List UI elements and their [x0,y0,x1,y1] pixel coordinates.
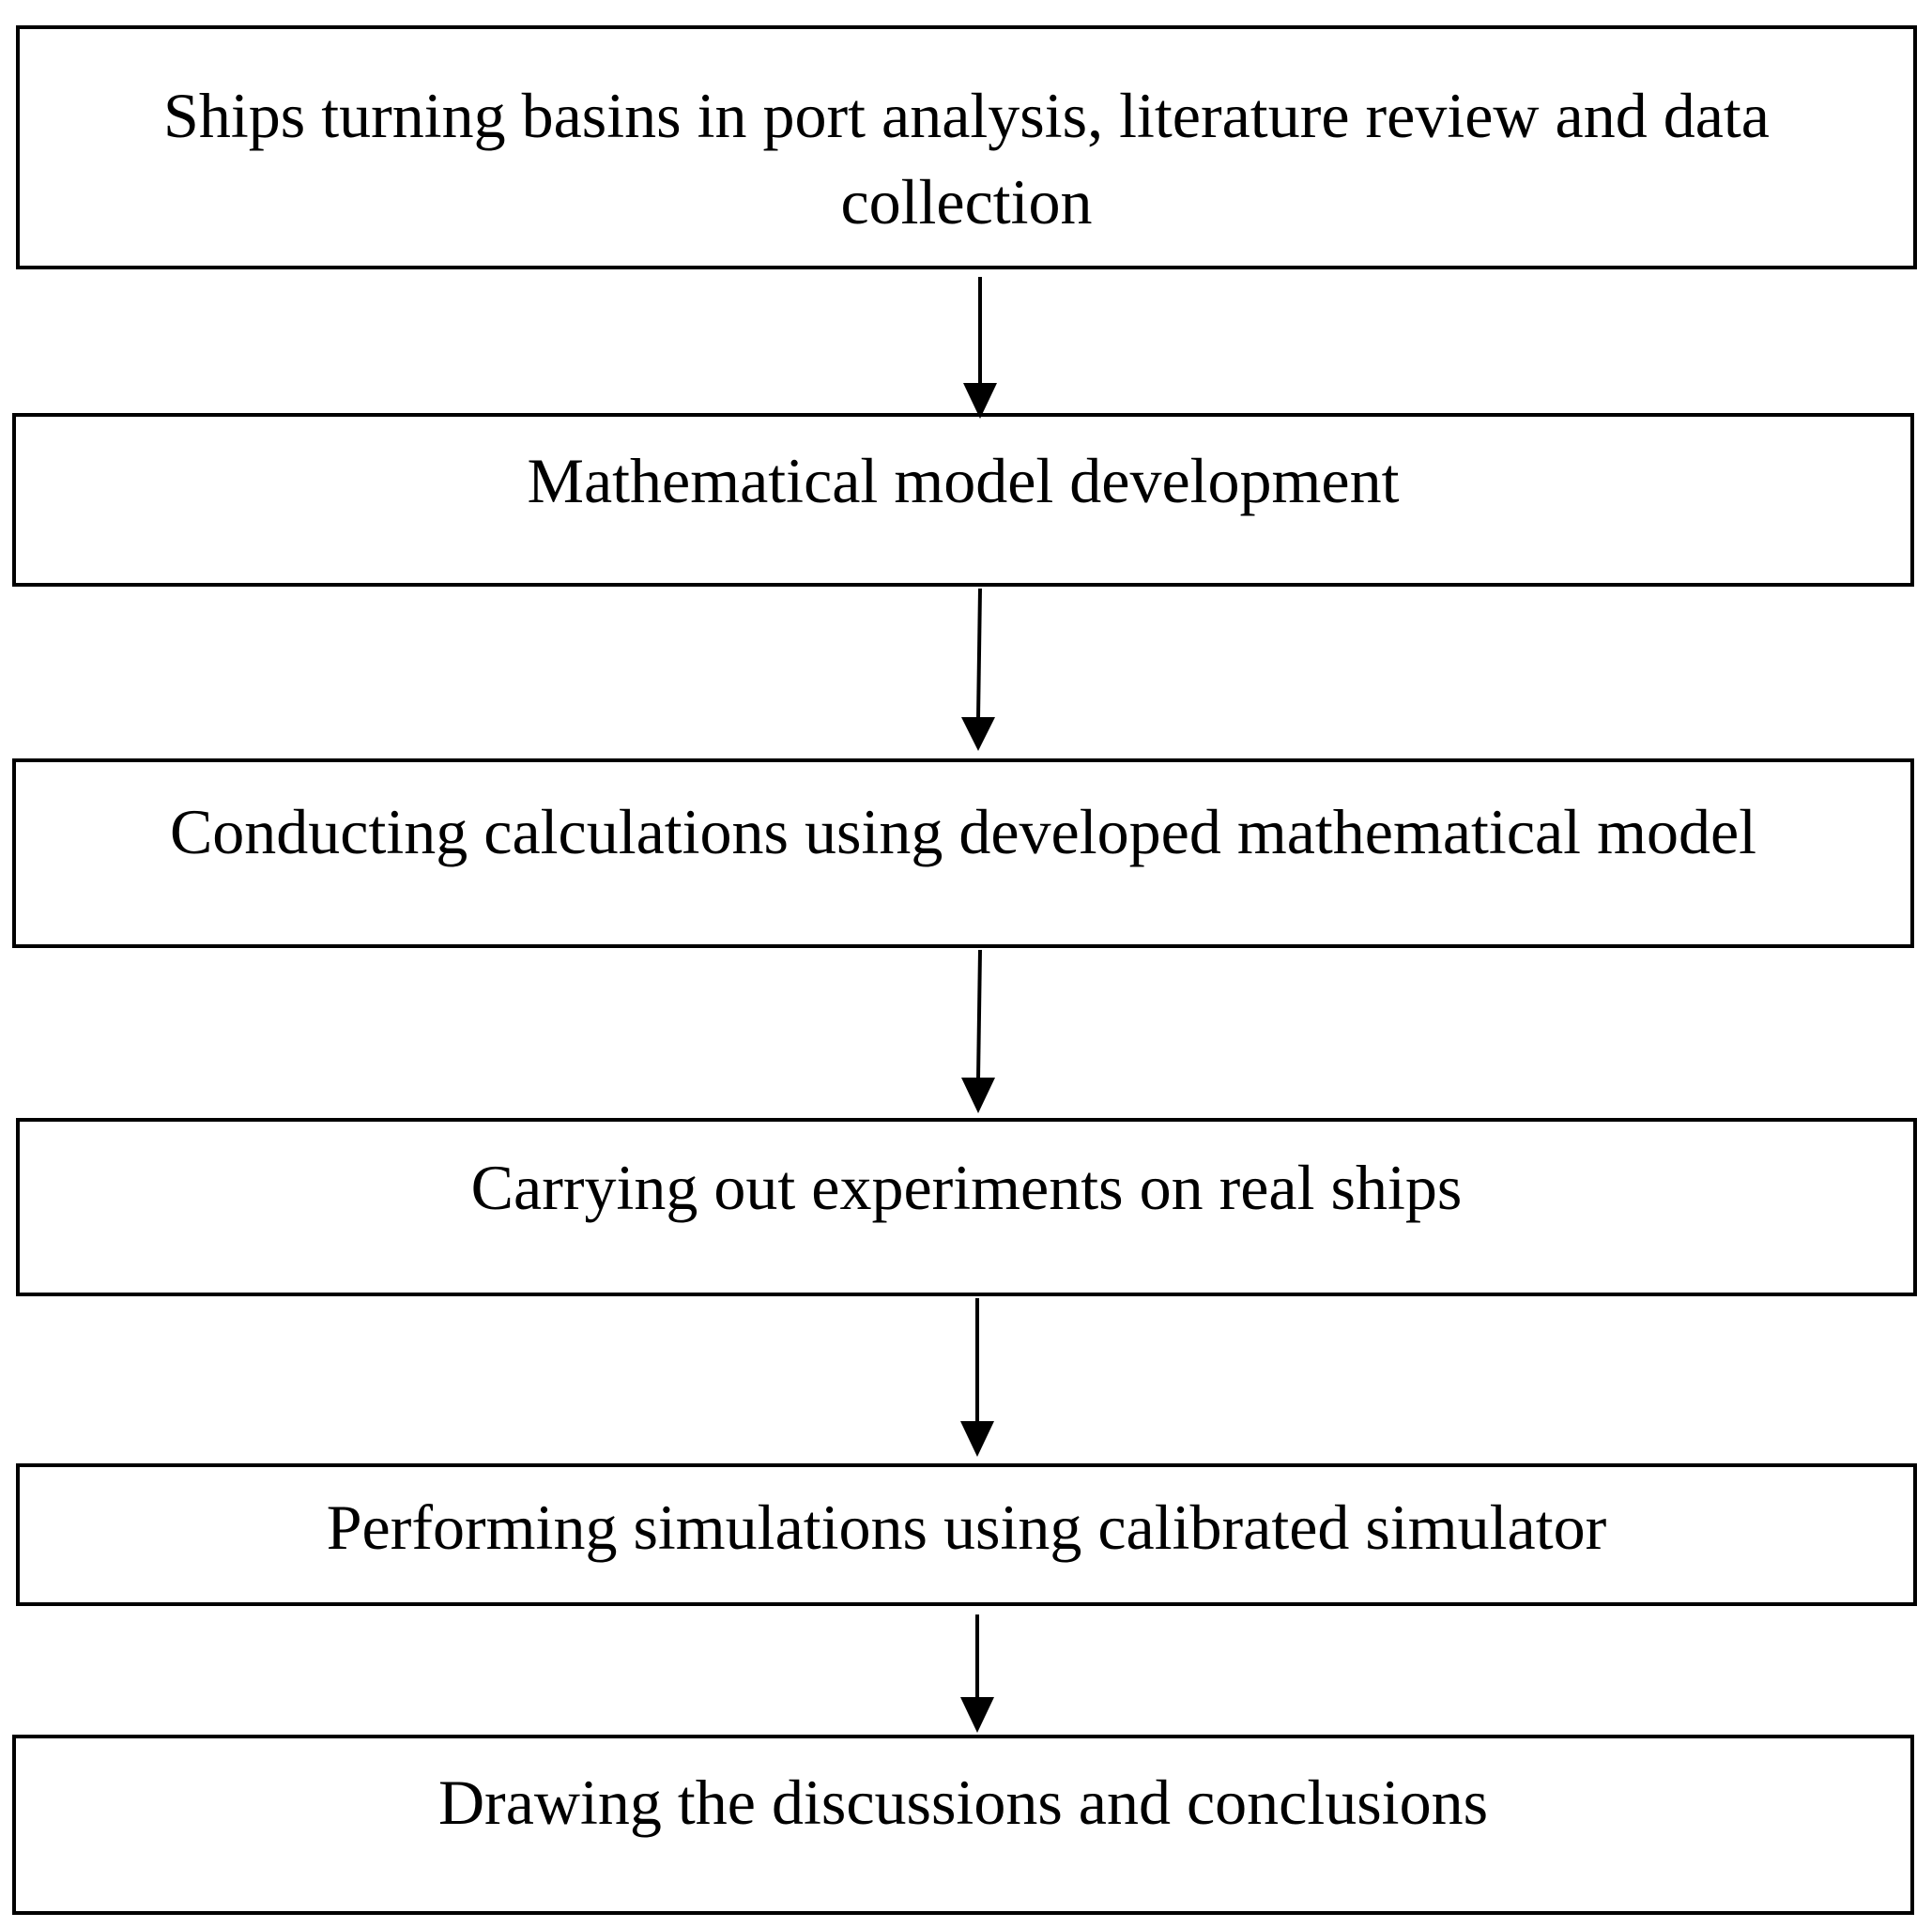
step-box-calculations: Conducting calculations using developed … [12,758,1914,948]
step-box-experiments: Carrying out experiments on real ships [16,1118,1917,1296]
arrow-head [960,1697,994,1733]
step-box-literature-review: Ships turning basins in port analysis, l… [16,25,1917,269]
step-label: Mathematical model development [527,445,1400,516]
arrow-head [963,383,997,419]
arrow-1-to-2 [963,277,997,419]
arrow-head [961,717,995,751]
step-label: Carrying out experiments on real ships [470,1152,1463,1223]
arrow-shaft [976,588,982,720]
step-box-conclusions: Drawing the discussions and conclusions [12,1735,1914,1915]
step-box-model-development: Mathematical model development [12,413,1914,587]
arrow-5-to-6 [960,1614,994,1733]
step-box-simulations: Performing simulations using calibrated … [16,1463,1917,1606]
step-label: Performing simulations using calibrated … [326,1492,1607,1563]
step-label: Ships turning basins in port analysis, l… [163,80,1770,237]
arrow-3-to-4 [961,949,995,1113]
arrow-head [961,1078,995,1113]
arrow-2-to-3 [961,588,995,751]
step-label: Drawing the discussions and conclusions [437,1767,1489,1838]
arrow-head [960,1421,994,1457]
arrow-4-to-5 [960,1298,994,1457]
arrow-shaft [976,949,982,1080]
step-label: Conducting calculations using developed … [169,796,1757,867]
